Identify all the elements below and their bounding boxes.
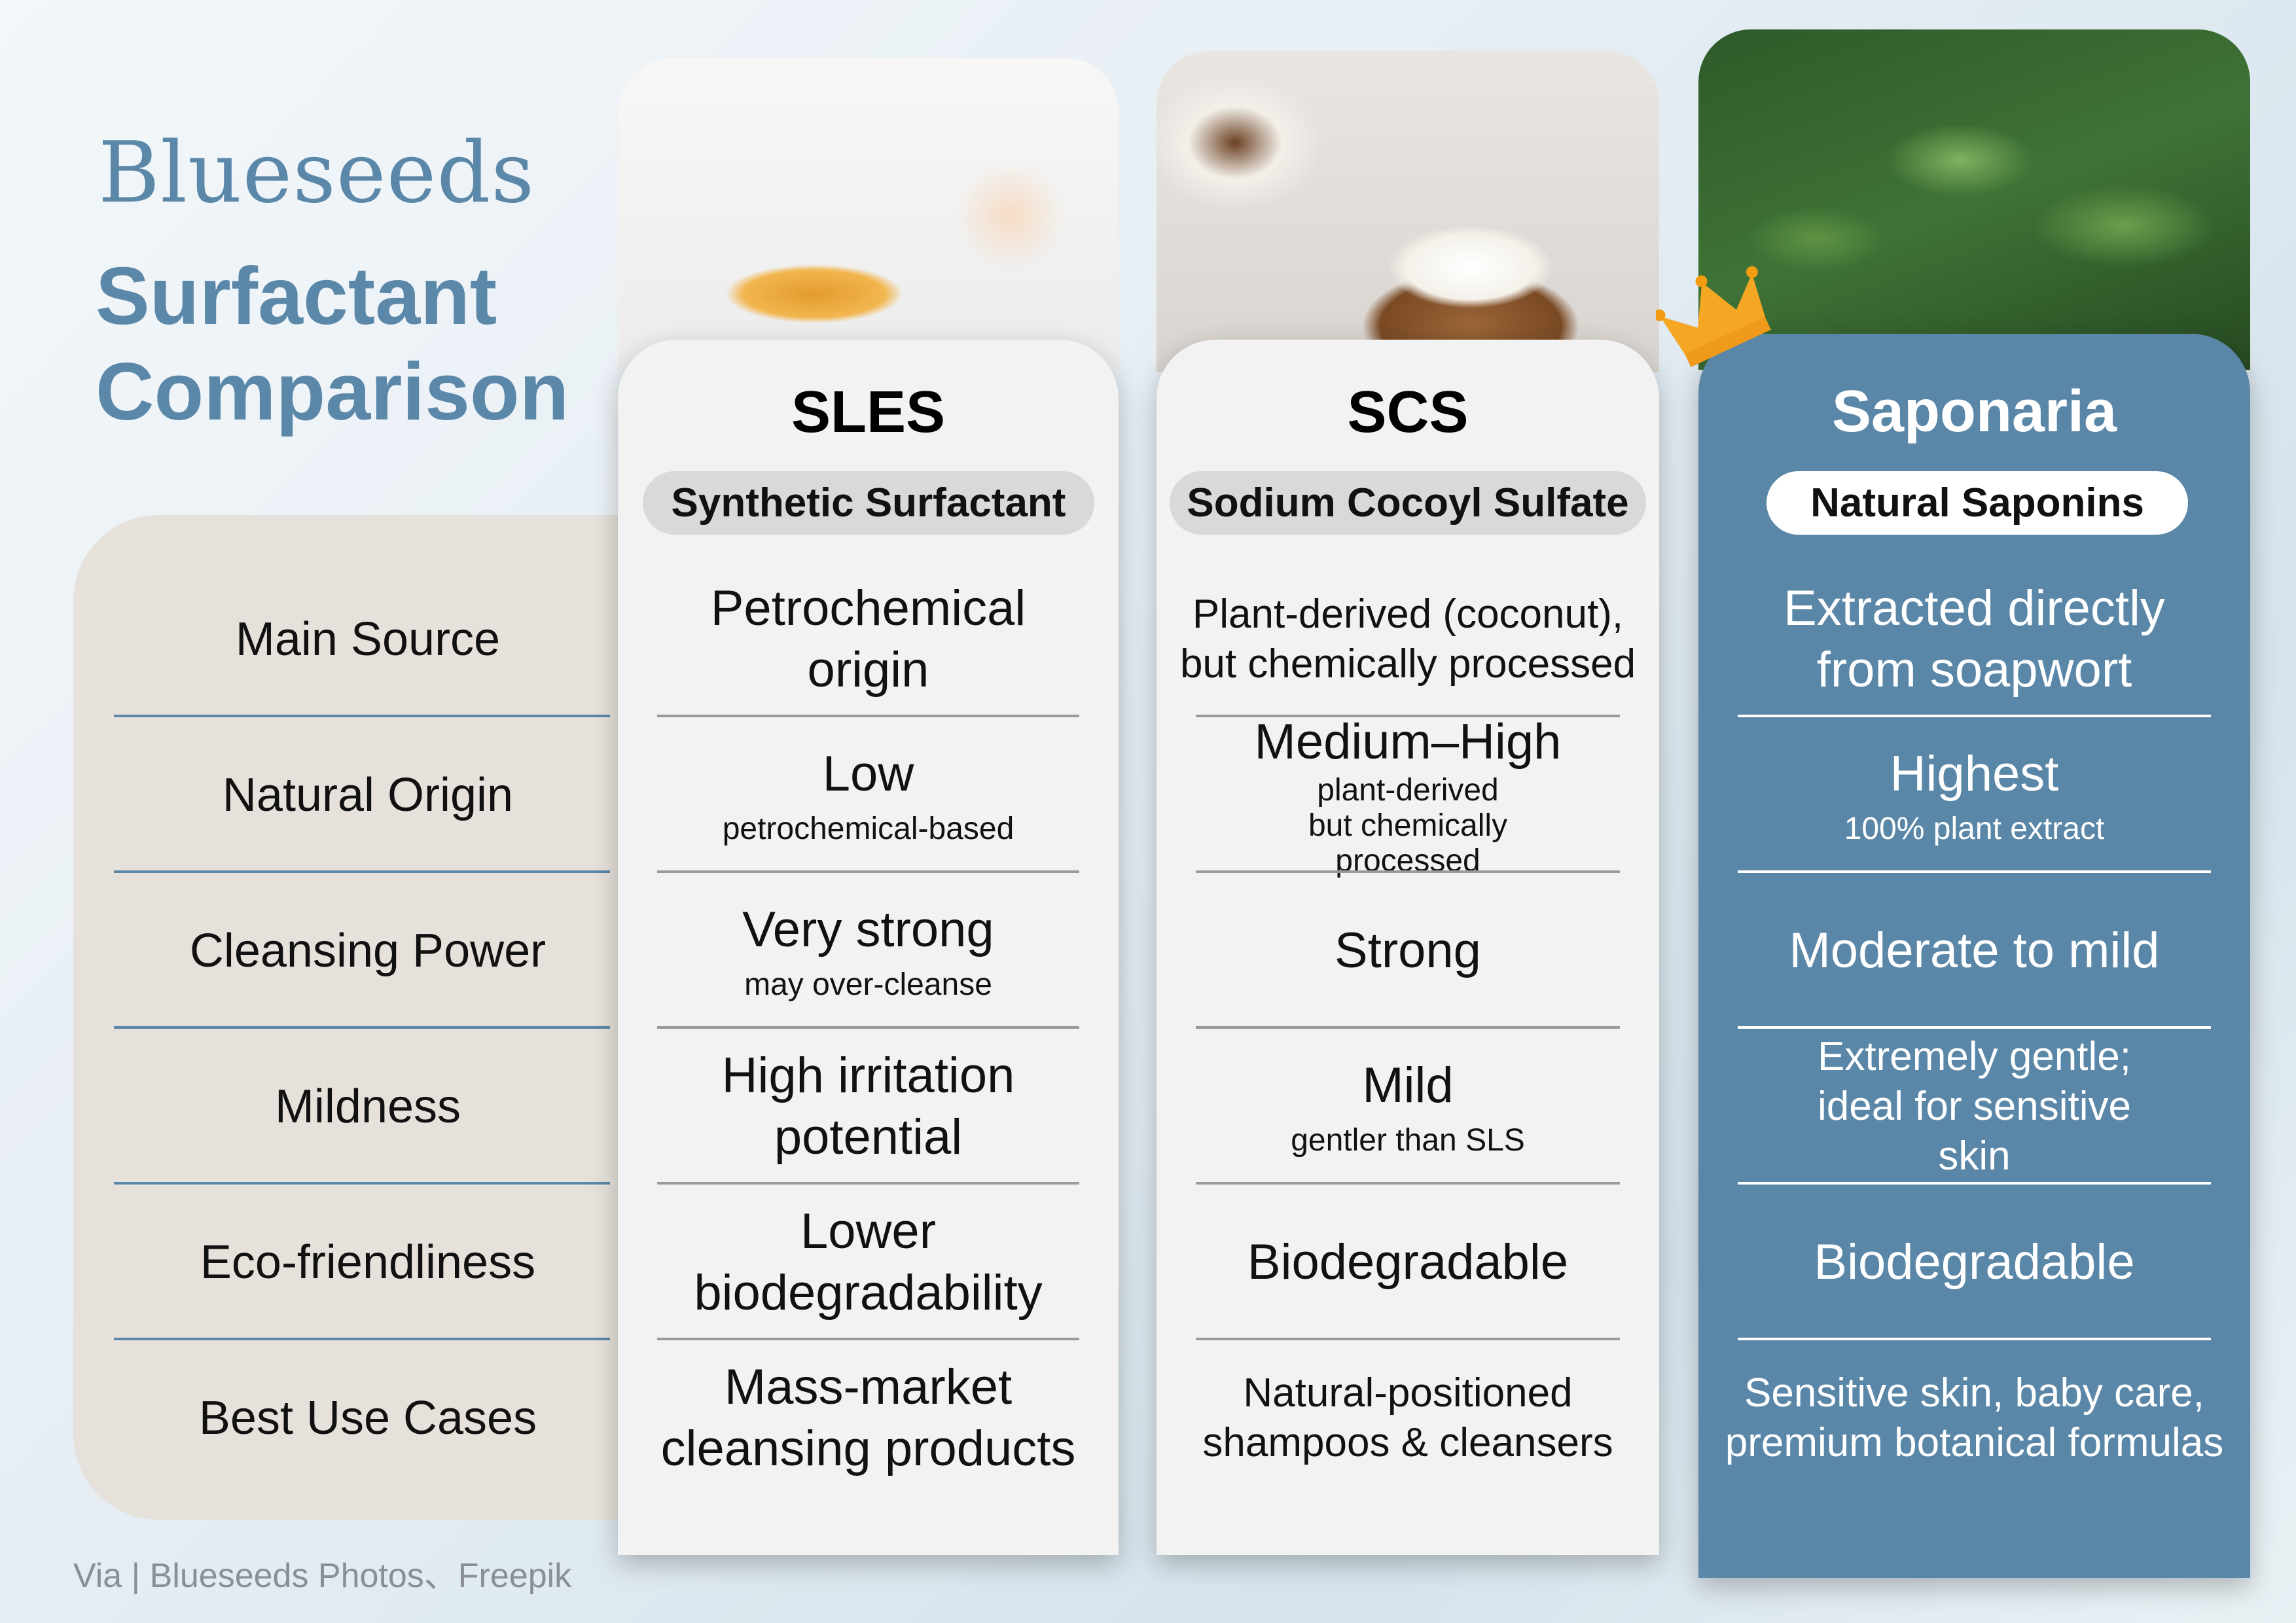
table-cell: High irritation potential <box>618 1029 1119 1185</box>
cell-sub: plant-derived but chemically processed <box>1308 773 1508 878</box>
cell-main: Sensitive skin, baby care, premium botan… <box>1725 1370 2224 1465</box>
cell-sub: may over-cleanse <box>744 967 992 1002</box>
row-label: Natural Origin <box>73 717 662 873</box>
table-cell: Mild gentler than SLS <box>1157 1029 1659 1185</box>
cell-sub: gentler than SLS <box>1291 1123 1525 1158</box>
row-label: Main Source <box>73 562 662 717</box>
cell-main: Lower biodegradability <box>694 1204 1043 1321</box>
table-cell: Extremely gentle; ideal for sensitive sk… <box>1698 1029 2250 1185</box>
table-cell: Mass-market cleansing products <box>618 1340 1119 1496</box>
column-title: SCS <box>1347 380 1469 445</box>
table-cell: Petrochemical origin <box>618 562 1119 717</box>
column-tag: Natural Saponins <box>1767 471 2188 535</box>
cell-main: Natural-positioned shampoos & cleansers <box>1202 1370 1613 1465</box>
table-cell: Moderate to mild <box>1698 873 2250 1029</box>
cell-main: Petrochemical origin <box>710 580 1026 698</box>
scs-image <box>1157 51 1659 372</box>
cell-sub: 100% plant extract <box>1844 812 2105 846</box>
cell-main: Highest <box>1890 746 2059 802</box>
table-cell: Very strong may over-cleanse <box>618 873 1119 1029</box>
saponaria-cells: Extracted directly from soapwort Highest… <box>1698 562 2250 1496</box>
cell-main: Mass-market cleansing products <box>660 1359 1076 1476</box>
crown-icon <box>1656 266 1771 367</box>
photo-credit: Via | Blueseeds Photos、Freepik <box>73 1557 572 1595</box>
row-label: Cleansing Power <box>73 873 662 1029</box>
row-labels: Main Source Natural Origin Cleansing Pow… <box>73 562 662 1496</box>
cell-main: Moderate to mild <box>1789 923 2160 978</box>
column-title: Saponaria <box>1831 379 2117 444</box>
table-cell: Lower biodegradability <box>618 1185 1119 1340</box>
table-cell: Sensitive skin, baby care, premium botan… <box>1698 1340 2250 1496</box>
table-cell: Biodegradable <box>1698 1185 2250 1340</box>
cell-main: Medium–High <box>1254 714 1562 770</box>
table-cell: Biodegradable <box>1157 1185 1659 1340</box>
cell-main: Extremely gentle; ideal for sensitive sk… <box>1817 1034 2132 1179</box>
table-cell: Highest 100% plant extract <box>1698 717 2250 873</box>
cell-main: Low <box>822 746 914 802</box>
saponaria-image <box>1698 29 2250 370</box>
column-tag: Synthetic Surfactant <box>643 471 1094 535</box>
sles-cells: Petrochemical origin Low petrochemical-ba… <box>618 562 1119 1496</box>
cell-main: Biodegradable <box>1247 1234 1569 1290</box>
saponaria-card: Saponaria Natural Saponins <box>1698 334 2250 1578</box>
cell-main: Biodegradable <box>1814 1234 2135 1290</box>
title-line: Surfactant <box>96 251 497 342</box>
column-title: SLES <box>791 380 946 445</box>
scs-cells: Plant-derived (coconut), but chemically … <box>1157 562 1659 1496</box>
cell-main: Mild <box>1362 1058 1454 1113</box>
cell-main: Extracted directly from soapwort <box>1784 580 2165 698</box>
row-label: Eco-friendliness <box>73 1185 662 1340</box>
table-cell: Strong <box>1157 873 1659 1029</box>
row-label: Best Use Cases <box>198 1392 537 1444</box>
row-labels-panel <box>73 515 662 1520</box>
cell-main: Strong <box>1335 923 1481 978</box>
title-line: Comparison <box>96 347 569 437</box>
cell-main: High irritation potential <box>721 1048 1015 1165</box>
table-cell: Low petrochemical-based <box>618 717 1119 873</box>
row-label: Mildness <box>73 1029 662 1185</box>
cell-main: Very strong <box>742 902 994 957</box>
sles-image <box>618 58 1119 372</box>
cell-sub: petrochemical-based <box>722 812 1014 846</box>
cell-main: Plant-derived (coconut), but chemically … <box>1179 592 1636 687</box>
brand-name: Blueseeds <box>98 124 535 222</box>
column-tag: Sodium Cocoyl Sulfate <box>1170 471 1646 535</box>
table-cell: Extracted directly from soapwort <box>1698 562 2250 717</box>
sles-card: SLES Synthetic Surfactant <box>618 340 1119 1555</box>
table-cell: Natural-positioned shampoos & cleansers <box>1157 1340 1659 1496</box>
table-cell: Plant-derived (coconut), but chemically … <box>1157 562 1659 717</box>
scs-card: SCS Sodium Cocoyl Sulfate <box>1157 340 1659 1555</box>
